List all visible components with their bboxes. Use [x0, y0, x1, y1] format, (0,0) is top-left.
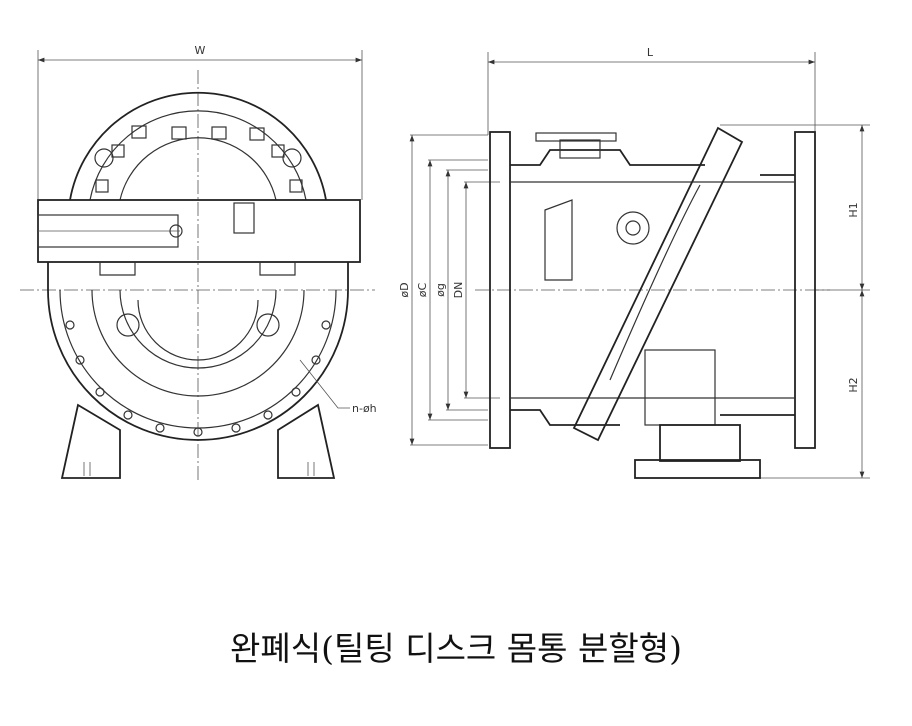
- outer-diameter-label: øD: [398, 282, 411, 297]
- h1-label: H1: [847, 202, 860, 217]
- flange-holes: [65, 320, 331, 437]
- hinge-bolt-right: [256, 313, 280, 337]
- hole-label: n-øh: [352, 402, 377, 415]
- right-foot: [277, 403, 336, 479]
- bottom-outlet: [644, 349, 716, 426]
- cover-bolts: [95, 125, 303, 193]
- upper-cover: [69, 91, 327, 201]
- gasket-diameter-label: øg: [434, 283, 447, 297]
- inlet-flange: [489, 131, 511, 449]
- h2-label: H2: [847, 377, 860, 392]
- body-top: [510, 149, 795, 176]
- front-view: W: [20, 44, 377, 480]
- lifting-eye-left: [94, 148, 114, 168]
- figure-caption: 완폐식(틸팅 디스크 몸통 분할형): [230, 629, 682, 668]
- hinge-pin: [616, 211, 650, 245]
- side-view: L H1 H2 øD øC øg DN: [398, 46, 870, 479]
- bottom-flange: [634, 459, 761, 479]
- lifting-eye-right: [282, 148, 302, 168]
- left-foot: [60, 403, 121, 479]
- width-label: W: [195, 44, 206, 57]
- outlet-flange: [794, 131, 816, 449]
- lower-flange: [47, 289, 349, 441]
- bolt-circle-label: øC: [416, 282, 429, 297]
- hinge-bolt-left: [116, 313, 140, 337]
- tilting-disc: [572, 126, 744, 442]
- nominal-diameter-label: DN: [452, 282, 465, 299]
- inspection-slot: [544, 199, 573, 281]
- body-bottom: [510, 409, 795, 426]
- length-label: L: [647, 46, 654, 59]
